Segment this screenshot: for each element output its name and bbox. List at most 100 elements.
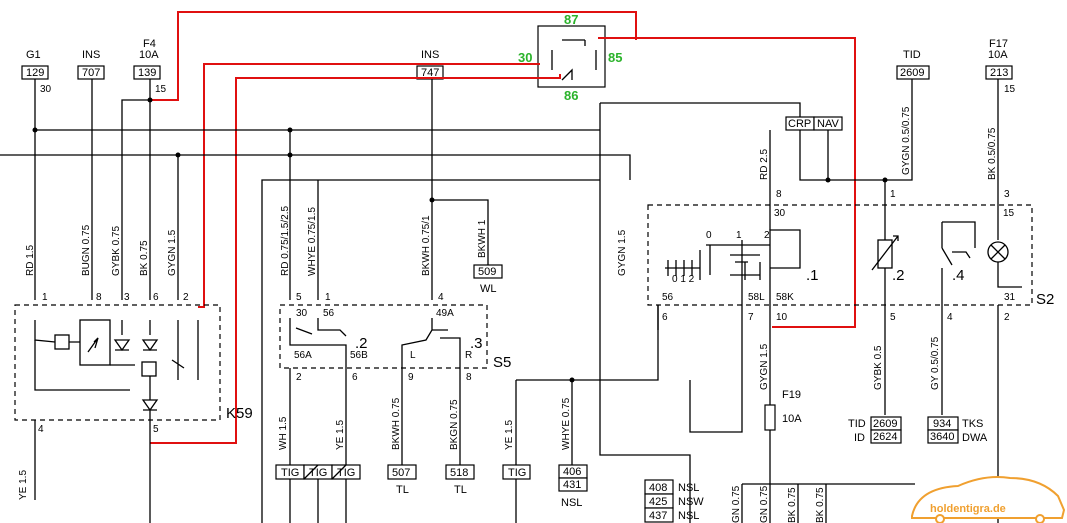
- wire-bkwh1: [432, 199, 489, 265]
- ref-dwa-box: [927, 429, 959, 444]
- k59-switches: [171, 320, 199, 380]
- s2-pin-8: 8: [776, 189, 782, 200]
- ref-nsw-label: NSW: [678, 496, 704, 508]
- s2-c-56: 56: [662, 292, 674, 303]
- wl-ye15c: YE 1.5: [504, 420, 515, 450]
- ins2-title: INS: [421, 49, 439, 61]
- wl-gn075: GN 0.75: [731, 485, 742, 523]
- f19-name: F19: [782, 389, 801, 401]
- k59-coil-2: [141, 361, 157, 377]
- logo-wheel-rear: [1035, 514, 1045, 523]
- ins2-num: 747: [421, 67, 439, 79]
- ref-tl1-box: [387, 464, 417, 480]
- s2-sub-1: .1: [806, 267, 819, 284]
- ref-nsl3-label: NSL: [678, 510, 699, 522]
- s2-sub-2: .2: [892, 267, 905, 284]
- s5-pin-2: 2: [296, 372, 302, 383]
- s5-c-49a: 49A: [436, 308, 454, 319]
- ref-nsl2-num: 408: [649, 482, 667, 494]
- wl-label: WL: [480, 283, 497, 295]
- junction: [882, 177, 888, 183]
- label-g1: G1 129 30: [21, 49, 52, 95]
- relay-contacts: [551, 39, 597, 81]
- s5-sub-3: .3: [470, 335, 483, 352]
- s2-pin-7: 7: [748, 312, 754, 323]
- ref-nsl-label: NSL: [561, 497, 582, 509]
- s2-rheostat-arrow: [871, 235, 899, 305]
- wl-gygn075: GYGN 0.5/0.75: [901, 106, 912, 175]
- ref-tl2-box: [445, 464, 475, 480]
- logo[interactable]: holdentigra.de: [911, 476, 1066, 523]
- wl-rd15: RD 1.5: [25, 244, 36, 276]
- ref-tl1-label: TL: [396, 484, 409, 496]
- label-ins-707: INS 707: [77, 49, 105, 80]
- ref-id-label: ID: [854, 432, 865, 444]
- s2-pin-5: 5: [890, 312, 896, 323]
- wire-bottom-right: [741, 483, 915, 523]
- junction: [825, 177, 831, 183]
- relay-frame: [537, 25, 606, 88]
- k59-pin-3: 3: [124, 292, 130, 303]
- g1-pin: 30: [40, 84, 52, 95]
- s2-name: S2: [1036, 291, 1054, 308]
- s2-pin-10: 10: [776, 312, 788, 323]
- ref-tig-4: TIG: [508, 467, 526, 479]
- ref-tig-1: TIG: [281, 467, 299, 479]
- junction: [429, 197, 435, 203]
- ref-tl2-num: 518: [450, 467, 468, 479]
- wl-ye15: YE 1.5: [18, 470, 29, 500]
- wl-bkgn075: BKGN 0.75: [449, 399, 460, 450]
- s2-frame: [647, 204, 1033, 306]
- k59-diode-3: [141, 399, 159, 412]
- ins-box: [77, 65, 105, 80]
- s5-contact-left: [289, 318, 347, 368]
- wire-labels: RD 1.5 BUGN 0.75 GYBK 0.75 BK 0.75 GYGN …: [18, 106, 998, 523]
- wl-rd-multi: RD 0.75/1.5/2.5: [280, 206, 291, 276]
- tig-slashes: [303, 464, 347, 480]
- junction: [147, 97, 153, 103]
- s2-pin-6: 6: [662, 312, 668, 323]
- s5-c-l: L: [410, 350, 416, 361]
- k59-frame: [14, 304, 221, 421]
- s5-pin-1: 1: [325, 292, 331, 303]
- fuse-f19: F19 10A: [764, 389, 802, 431]
- junction: [32, 127, 38, 133]
- ins-title: INS: [82, 49, 100, 61]
- s2-scale: 0 1 2: [672, 274, 695, 285]
- wl-gybk: GYBK 0.75: [111, 226, 122, 276]
- red-wires: [150, 11, 856, 444]
- wire-s2-56: [516, 305, 659, 381]
- wl-gy: GY 0.5/0.75: [930, 336, 941, 390]
- s5-name: S5: [493, 354, 511, 371]
- ref-tid-num: 2609: [873, 418, 897, 430]
- s2-pin-4: 4: [947, 312, 953, 323]
- wl-gybk05: GYBK 0.5: [873, 345, 884, 390]
- wl-bkwh075: BKWH 0.75: [391, 397, 402, 450]
- s5-pin-8: 8: [466, 372, 472, 383]
- ref-nsl-num1: 406: [563, 466, 581, 478]
- s2-pos-1: 1: [736, 230, 742, 241]
- wl-gygn15c: GYGN 1.5: [759, 343, 770, 390]
- wl-bkwh1: BKWH 1: [477, 219, 488, 258]
- ref-nsl2-label: NSL: [678, 482, 699, 494]
- s2-pin-1: 1: [890, 189, 896, 200]
- s5-switch: 5 1 4 30 56 49A 56A 56B L R .2 .3 2 6 9 …: [279, 292, 511, 383]
- lamp-cross: [990, 244, 1022, 288]
- s5-frame: [279, 304, 488, 369]
- f4-sub: 10A: [139, 49, 159, 61]
- wire-bus-155: [0, 154, 631, 180]
- wl-wh15: WH 1.5: [278, 416, 289, 450]
- s5-pin-4: 4: [438, 292, 444, 303]
- s2-c-31: 31: [1004, 292, 1016, 303]
- wire-crp: [799, 130, 885, 181]
- wl-whye: WHYE 0.75/1.5: [307, 207, 318, 276]
- k59-pin-5: 5: [153, 424, 159, 435]
- f17-title: F17: [989, 38, 1008, 50]
- ins-num: 707: [82, 67, 100, 79]
- k59-pin-6: 6: [153, 292, 159, 303]
- f4-pin: 15: [155, 84, 167, 95]
- nav-label: NAV: [817, 118, 839, 130]
- red-wire-30: [198, 63, 540, 308]
- wire-gygn-long: [599, 103, 691, 523]
